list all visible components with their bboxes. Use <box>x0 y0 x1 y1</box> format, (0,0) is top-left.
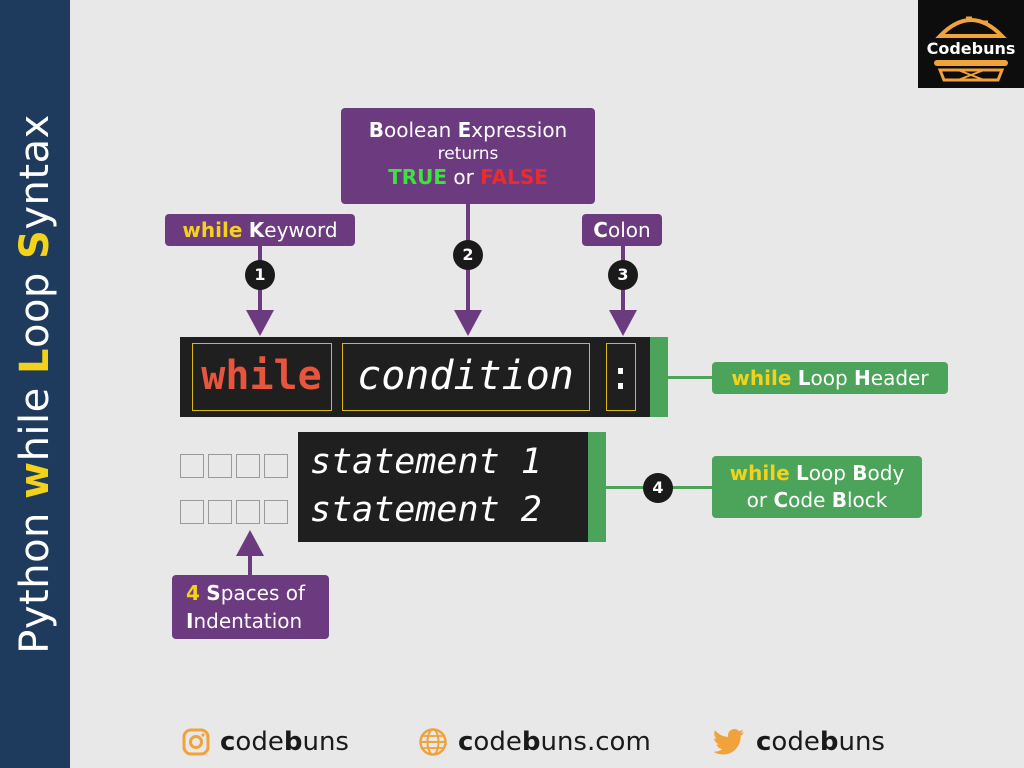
arrow-1-head <box>246 310 274 336</box>
colon-text: : <box>608 353 633 399</box>
indent-space <box>236 454 260 478</box>
keyword-segment: while <box>192 343 332 411</box>
condition-text: condition <box>357 353 574 399</box>
badge-3: 3 <box>608 260 638 290</box>
twitter-handle: codebuns <box>756 727 885 757</box>
indent-space <box>208 454 232 478</box>
instagram-icon <box>182 728 210 756</box>
logo-text: Codebuns <box>926 39 1016 58</box>
indent-space <box>208 500 232 524</box>
loop-body-code: statement 1 statement 2 <box>298 432 588 542</box>
loop-body-label: while Loop Body or Code Block <box>712 456 922 518</box>
indent-space <box>264 454 288 478</box>
condition-segment: condition <box>342 343 590 411</box>
indent-space <box>264 500 288 524</box>
twitter-icon <box>714 729 744 755</box>
header-connector <box>668 376 714 379</box>
footer-instagram[interactable]: codebuns <box>182 725 349 759</box>
indent-arrow-head <box>236 530 264 556</box>
website-url: codebuns.com <box>458 727 651 757</box>
loop-header-code: while condition : <box>180 337 650 417</box>
globe-icon <box>419 728 447 756</box>
sidebar: Python while Loop Syntax <box>0 0 70 768</box>
badge-2: 2 <box>453 240 483 270</box>
codebuns-logo: Codebuns <box>918 0 1024 88</box>
colon-segment: : <box>606 343 636 411</box>
badge-4: 4 <box>643 473 673 503</box>
statement-1: statement 1 <box>310 442 542 482</box>
indentation-callout: 4 Spaces of Indentation <box>172 575 329 639</box>
boolean-expression-callout: Boolean Expression returns TRUE or FALSE <box>341 108 595 204</box>
while-keyword-text: while <box>201 353 322 399</box>
arrow-2-head <box>454 310 482 336</box>
page-title: Python while Loop Syntax <box>12 114 58 654</box>
arrow-3-head <box>609 310 637 336</box>
footer-twitter[interactable]: codebuns <box>714 725 885 759</box>
colon-callout: Colon <box>582 214 662 246</box>
indent-space <box>236 500 260 524</box>
badge-1: 1 <box>245 260 275 290</box>
while-keyword-callout: while Keyword <box>165 214 355 246</box>
footer-website[interactable]: codebuns.com <box>418 725 651 759</box>
body-stripe <box>588 432 606 542</box>
indent-arrow-shaft <box>248 554 252 576</box>
header-stripe <box>650 337 668 417</box>
burger-icon <box>934 16 1008 82</box>
instagram-handle: codebuns <box>220 727 349 757</box>
indent-space <box>180 500 204 524</box>
indent-space <box>180 454 204 478</box>
loop-header-label: while Loop Header <box>712 362 948 394</box>
statement-2: statement 2 <box>310 490 542 530</box>
